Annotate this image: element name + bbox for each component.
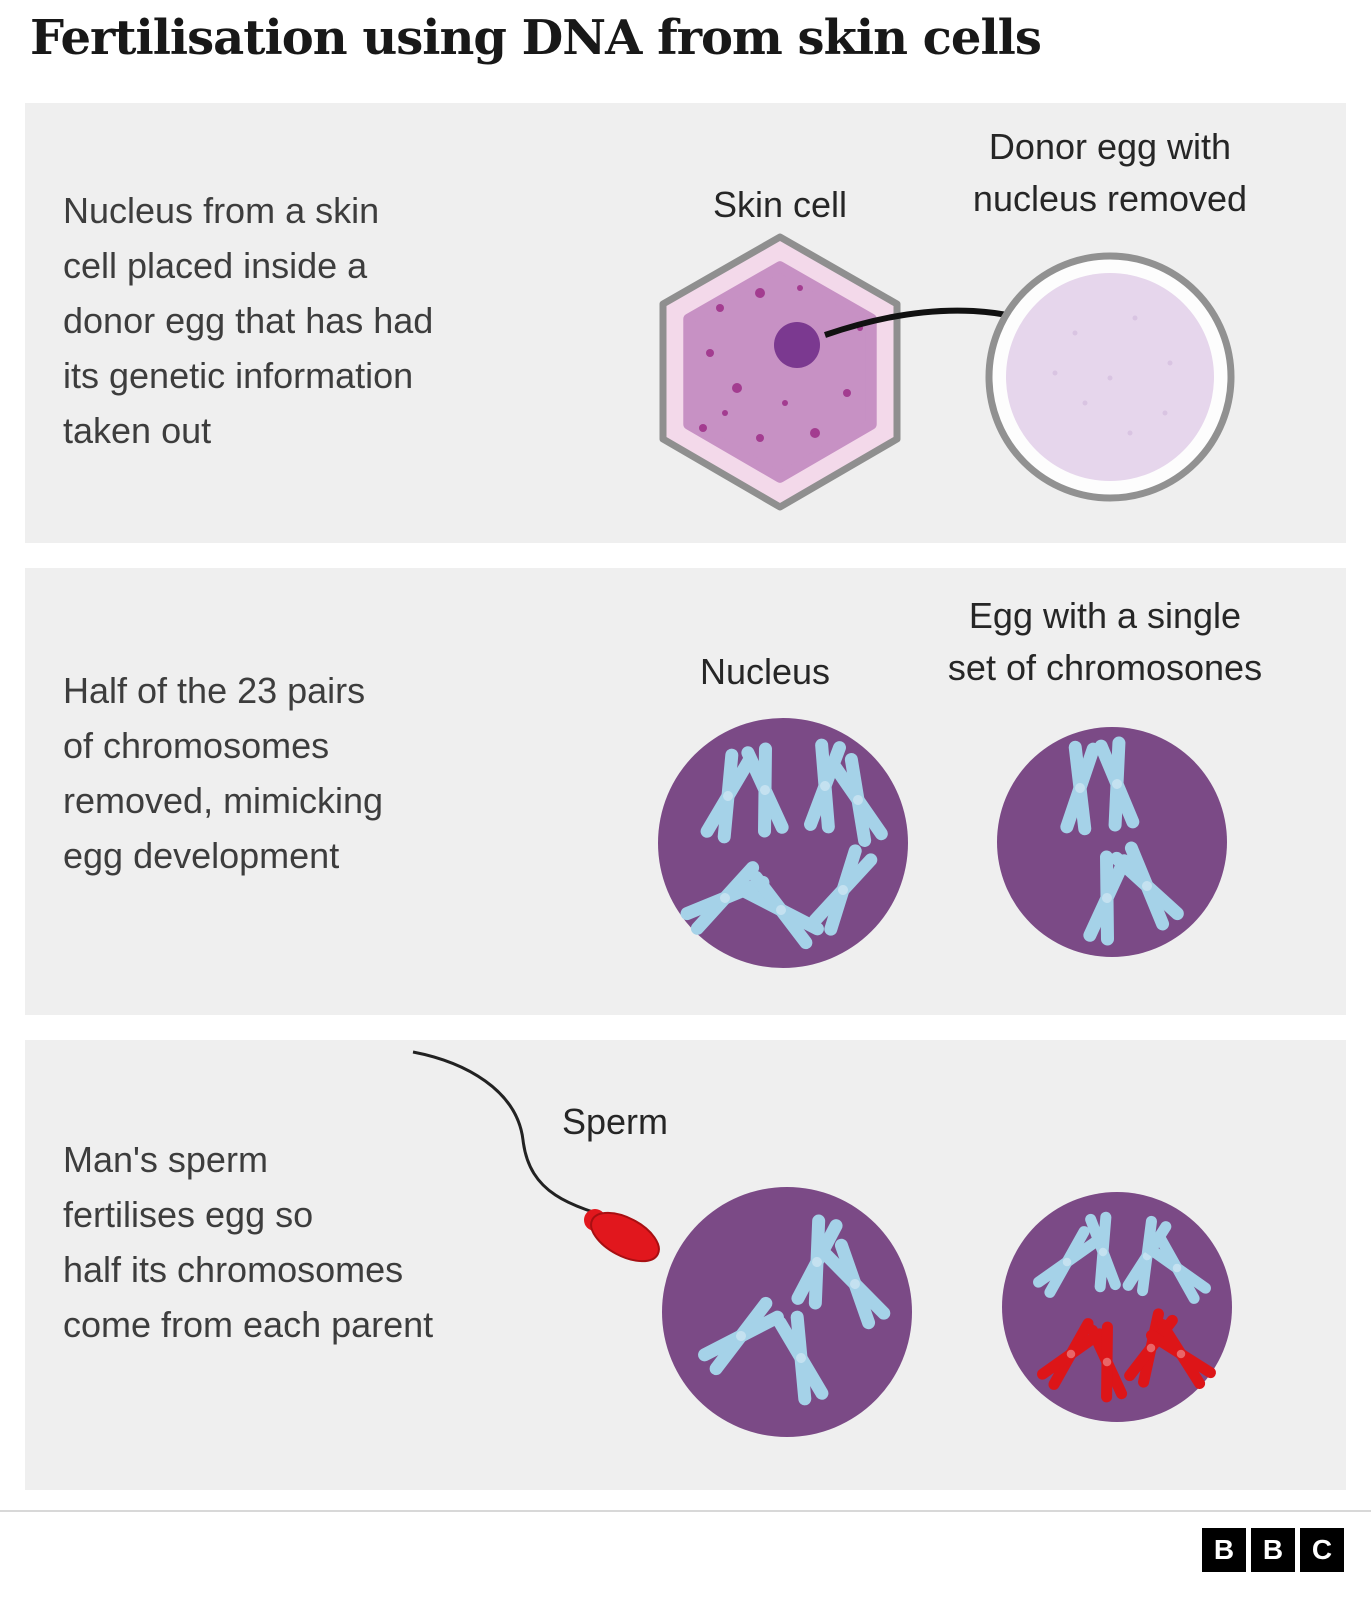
cytoplasm-dots xyxy=(699,285,863,442)
description-line: egg development xyxy=(63,835,340,876)
chromosome-icon xyxy=(745,877,818,942)
transfer-arrow-icon xyxy=(824,307,1119,369)
chromosome-icon xyxy=(798,1221,836,1303)
chromosome-icon xyxy=(1090,857,1124,939)
sperm-icon xyxy=(412,1050,660,1263)
chromosome-icon xyxy=(687,868,763,929)
description-line: Nucleus from a skin xyxy=(63,190,380,231)
chromosome-icon xyxy=(1149,1238,1206,1299)
description-line: Man's sperm xyxy=(63,1139,268,1180)
description-line: half its chromosomes xyxy=(63,1249,404,1290)
egg-single-set-icon xyxy=(662,1187,912,1437)
chromosome-icon xyxy=(1067,747,1093,828)
nucleus-full-set-icon xyxy=(658,718,908,968)
chromosome-icon xyxy=(707,755,749,837)
chromosome-icon xyxy=(1152,1325,1211,1384)
chromosome-icon xyxy=(705,1303,778,1368)
fertilised-egg-icon xyxy=(1002,1192,1232,1422)
panel-fertilisation: Man's sperm fertilises egg so half its c… xyxy=(25,1040,1346,1490)
chromosome-icon xyxy=(1117,848,1178,924)
bbc-logo-block: C xyxy=(1300,1528,1344,1572)
panel-skin-cell-transfer: Nucleus from a skin cell placed inside a… xyxy=(25,103,1346,543)
skin-cell-icon xyxy=(659,233,901,511)
panel-description: Half of the 23 pairs of chromosomes remo… xyxy=(63,663,383,883)
bbc-logo-block: B xyxy=(1202,1528,1246,1572)
description-line: Half of the 23 pairs xyxy=(63,670,366,711)
bbc-logo: B B C xyxy=(1202,1528,1344,1572)
description-line: removed, mimicking xyxy=(63,780,384,821)
chromosome-icon xyxy=(1043,1324,1100,1385)
panel-chromosome-removal: Half of the 23 pairs of chromosomes remo… xyxy=(25,568,1346,1015)
chromosome-icon xyxy=(780,1317,822,1399)
chromosome-icon xyxy=(1039,1232,1096,1293)
description-line: donor egg that has had xyxy=(63,300,434,341)
chromosome-icon xyxy=(835,760,882,841)
donor-egg-label: Donor egg with nucleus removed xyxy=(972,126,1248,219)
chromosome-icon xyxy=(1092,1327,1121,1397)
egg-single-set-icon xyxy=(997,727,1227,957)
donor-egg-icon xyxy=(985,252,1235,502)
chromosome-icon xyxy=(1091,1217,1116,1286)
skin-cell-label: Skin cell xyxy=(712,184,848,225)
chromosome-icon xyxy=(815,851,871,929)
chromosome-icon xyxy=(811,745,840,827)
sperm-label: Sperm xyxy=(561,1101,669,1142)
description-line: of chromosomes xyxy=(63,725,330,766)
description-line: its genetic information xyxy=(63,355,414,396)
chromosome-icon xyxy=(1128,1221,1166,1290)
chromosome-icon xyxy=(1101,743,1133,825)
panel-description: Man's sperm fertilises egg so half its c… xyxy=(63,1132,433,1352)
description-line: cell placed inside a xyxy=(63,245,368,286)
chromosome-icon xyxy=(826,1245,884,1322)
description-line: fertilises egg so xyxy=(63,1194,314,1235)
chromosome-icon xyxy=(1130,1314,1173,1382)
footer-divider xyxy=(0,1510,1371,1512)
page-title: Fertilisation using DNA from skin cells xyxy=(30,10,1042,66)
skin-cell-nucleus-icon xyxy=(774,322,820,368)
panel-description: Nucleus from a skin cell placed inside a… xyxy=(63,183,433,458)
nucleus-label: Nucleus xyxy=(699,651,831,692)
chromosome-icon xyxy=(748,749,782,831)
description-line: taken out xyxy=(63,410,212,451)
egg-single-set-label: Egg with a single set of chromosones xyxy=(947,595,1263,688)
description-line: come from each parent xyxy=(63,1304,434,1345)
bbc-logo-block: B xyxy=(1251,1528,1295,1572)
